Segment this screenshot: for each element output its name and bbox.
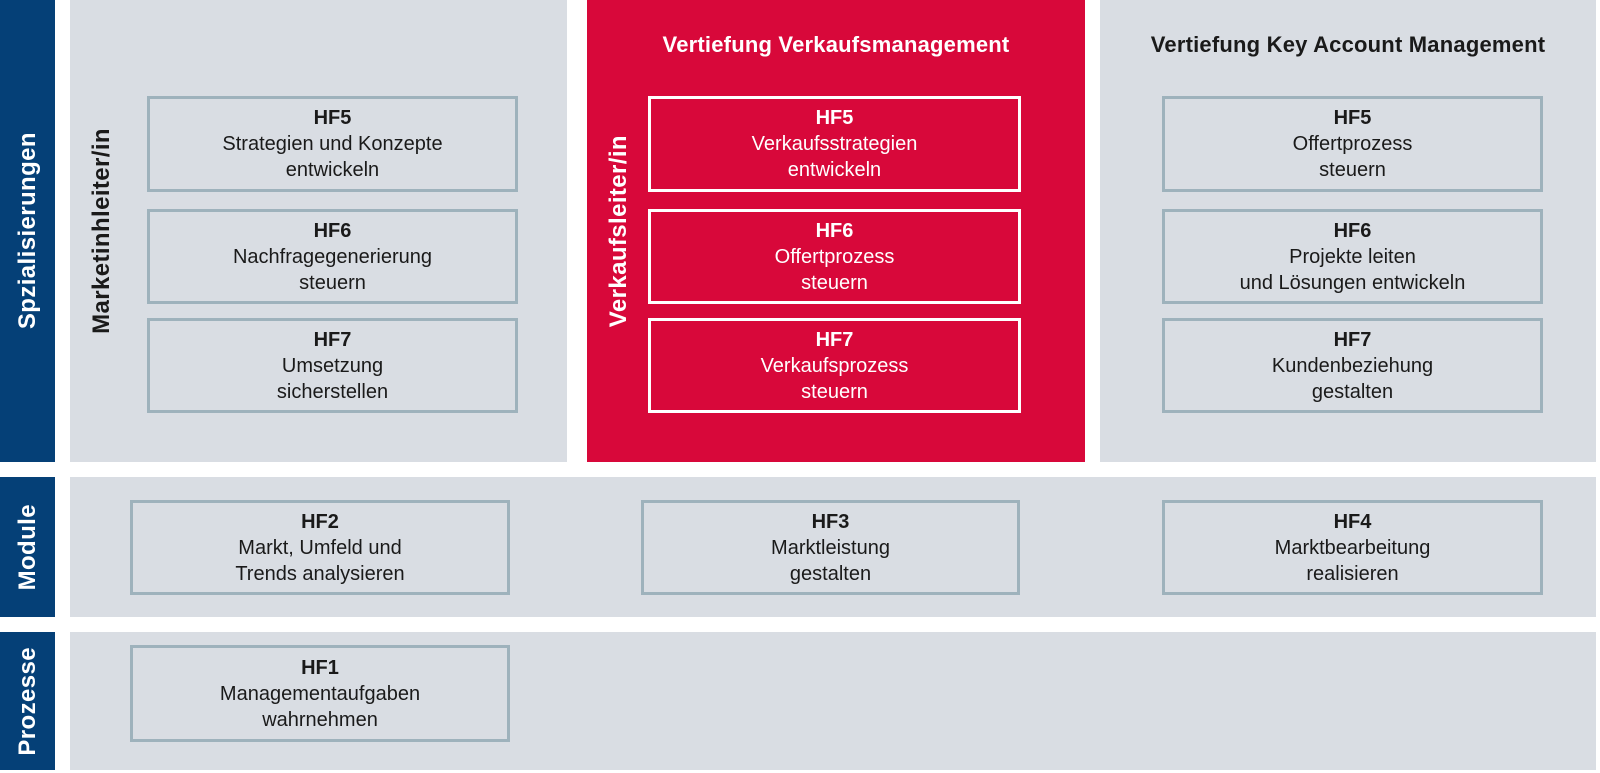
box-hf6-sales: HF6 Offertprozess steuern: [648, 209, 1021, 304]
role-label-marketing: Marketinhleiter/in: [88, 128, 115, 334]
box-hf5-sales: HF5 Verkaufsstrategien entwickeln: [648, 96, 1021, 192]
box-hf2-code: HF2: [301, 510, 339, 533]
box-hf6-marketing-line1: Nachfragegenerierung: [232, 245, 433, 268]
box-hf4-line1: Marktbearbeitung: [1274, 536, 1431, 559]
box-hf6-key-account-line2: und Lösungen entwickeln: [1239, 271, 1466, 294]
sidebar-bar-specializations: Spzialisierungen: [0, 0, 55, 462]
box-hf5-marketing-line1: Strategien und Konzepte: [222, 133, 443, 155]
box-hf5-key-account-line2: steuern: [1319, 159, 1386, 181]
box-hf3-modules: HF3 Marktleistung gestalten: [641, 500, 1020, 595]
box-hf5-sales-line1: Verkaufsstrategien: [751, 133, 918, 155]
box-hf5-key-account-code: HF5: [1333, 107, 1372, 129]
box-hf1-code: HF1: [301, 656, 339, 679]
box-hf4-modules: HF4 Marktbearbeitung realisieren: [1162, 500, 1543, 595]
sidebar-bar-modules: Module: [0, 477, 55, 617]
box-hf2-modules: HF2 Markt, Umfeld und Trends analysieren: [130, 500, 510, 595]
sidebar-label-processes: Prozesse: [13, 646, 41, 756]
box-hf7-sales-line1: Verkaufsprozess: [760, 354, 909, 377]
box-hf3-line1: Marktleistung: [771, 536, 890, 559]
box-hf5-key-account-line1: Offertprozess: [1292, 133, 1413, 155]
box-hf7-sales-code: HF7: [815, 328, 854, 351]
role-label-slot-sales: Verkaufsleiter/in: [596, 0, 642, 462]
sidebar-bar-processes: Prozesse: [0, 632, 55, 770]
box-hf5-marketing-line2: entwickeln: [285, 159, 380, 181]
box-hf6-marketing-code: HF6: [313, 219, 352, 242]
sidebar-label-specializations: Spzialisierungen: [13, 132, 41, 330]
box-hf7-marketing-line1: Umsetzung: [281, 354, 384, 377]
box-hf7-marketing: HF7 Umsetzung sicherstellen: [147, 318, 518, 413]
box-hf5-sales-line2: entwickeln: [787, 159, 882, 181]
box-hf6-marketing: HF6 Nachfragegenerierung steuern: [147, 209, 518, 304]
box-hf4-code: HF4: [1333, 510, 1372, 533]
panel-title-key-account-management: Vertiefung Key Account Management: [1150, 32, 1546, 57]
box-hf1-line1: Managementaufgaben: [219, 682, 421, 705]
box-hf5-key-account: HF5 Offertprozess steuern: [1162, 96, 1543, 192]
box-hf3-code: HF3: [811, 510, 850, 533]
box-hf6-sales-line1: Offertprozess: [774, 245, 895, 268]
box-hf7-key-account: HF7 Kundenbeziehung gestalten: [1162, 318, 1543, 413]
sidebar-label-modules: Module: [13, 503, 41, 591]
box-hf2-line1: Markt, Umfeld und: [238, 536, 402, 559]
panel-title-sales-management: Vertiefung Verkaufsmanagement: [662, 32, 1010, 57]
box-hf6-key-account-line1: Projekte leiten: [1289, 245, 1416, 268]
box-hf6-key-account-code: HF6: [1333, 219, 1372, 242]
box-hf6-sales-line2: steuern: [801, 271, 868, 294]
box-hf6-marketing-line2: steuern: [299, 271, 366, 294]
box-hf7-marketing-code: HF7: [313, 328, 352, 351]
role-label-slot-marketing: Marketinhleiter/in: [79, 0, 125, 462]
box-hf7-marketing-line2: sicherstellen: [276, 380, 389, 403]
box-hf5-sales-code: HF5: [815, 107, 854, 129]
box-hf7-sales-line2: steuern: [801, 380, 868, 403]
box-hf7-key-account-code: HF7: [1333, 328, 1372, 351]
box-hf4-line2: realisieren: [1306, 562, 1399, 585]
box-hf7-key-account-line1: Kundenbeziehung: [1271, 354, 1434, 377]
box-hf6-sales-code: HF6: [815, 219, 854, 242]
box-hf7-sales: HF7 Verkaufsprozess steuern: [648, 318, 1021, 413]
role-label-sales: Verkaufsleiter/in: [605, 134, 632, 328]
box-hf3-line2: gestalten: [789, 562, 872, 585]
box-hf1-line2: wahrnehmen: [262, 708, 378, 731]
box-hf6-key-account: HF6 Projekte leiten und Lösungen entwick…: [1162, 209, 1543, 304]
box-hf5-marketing: HF5 Strategien und Konzepte entwickeln: [147, 96, 518, 192]
box-hf7-key-account-line2: gestalten: [1311, 380, 1394, 403]
box-hf1-processes: HF1 Managementaufgaben wahrnehmen: [130, 645, 510, 742]
box-hf2-line2: Trends analysieren: [235, 562, 405, 585]
box-hf5-marketing-code: HF5: [313, 107, 352, 129]
